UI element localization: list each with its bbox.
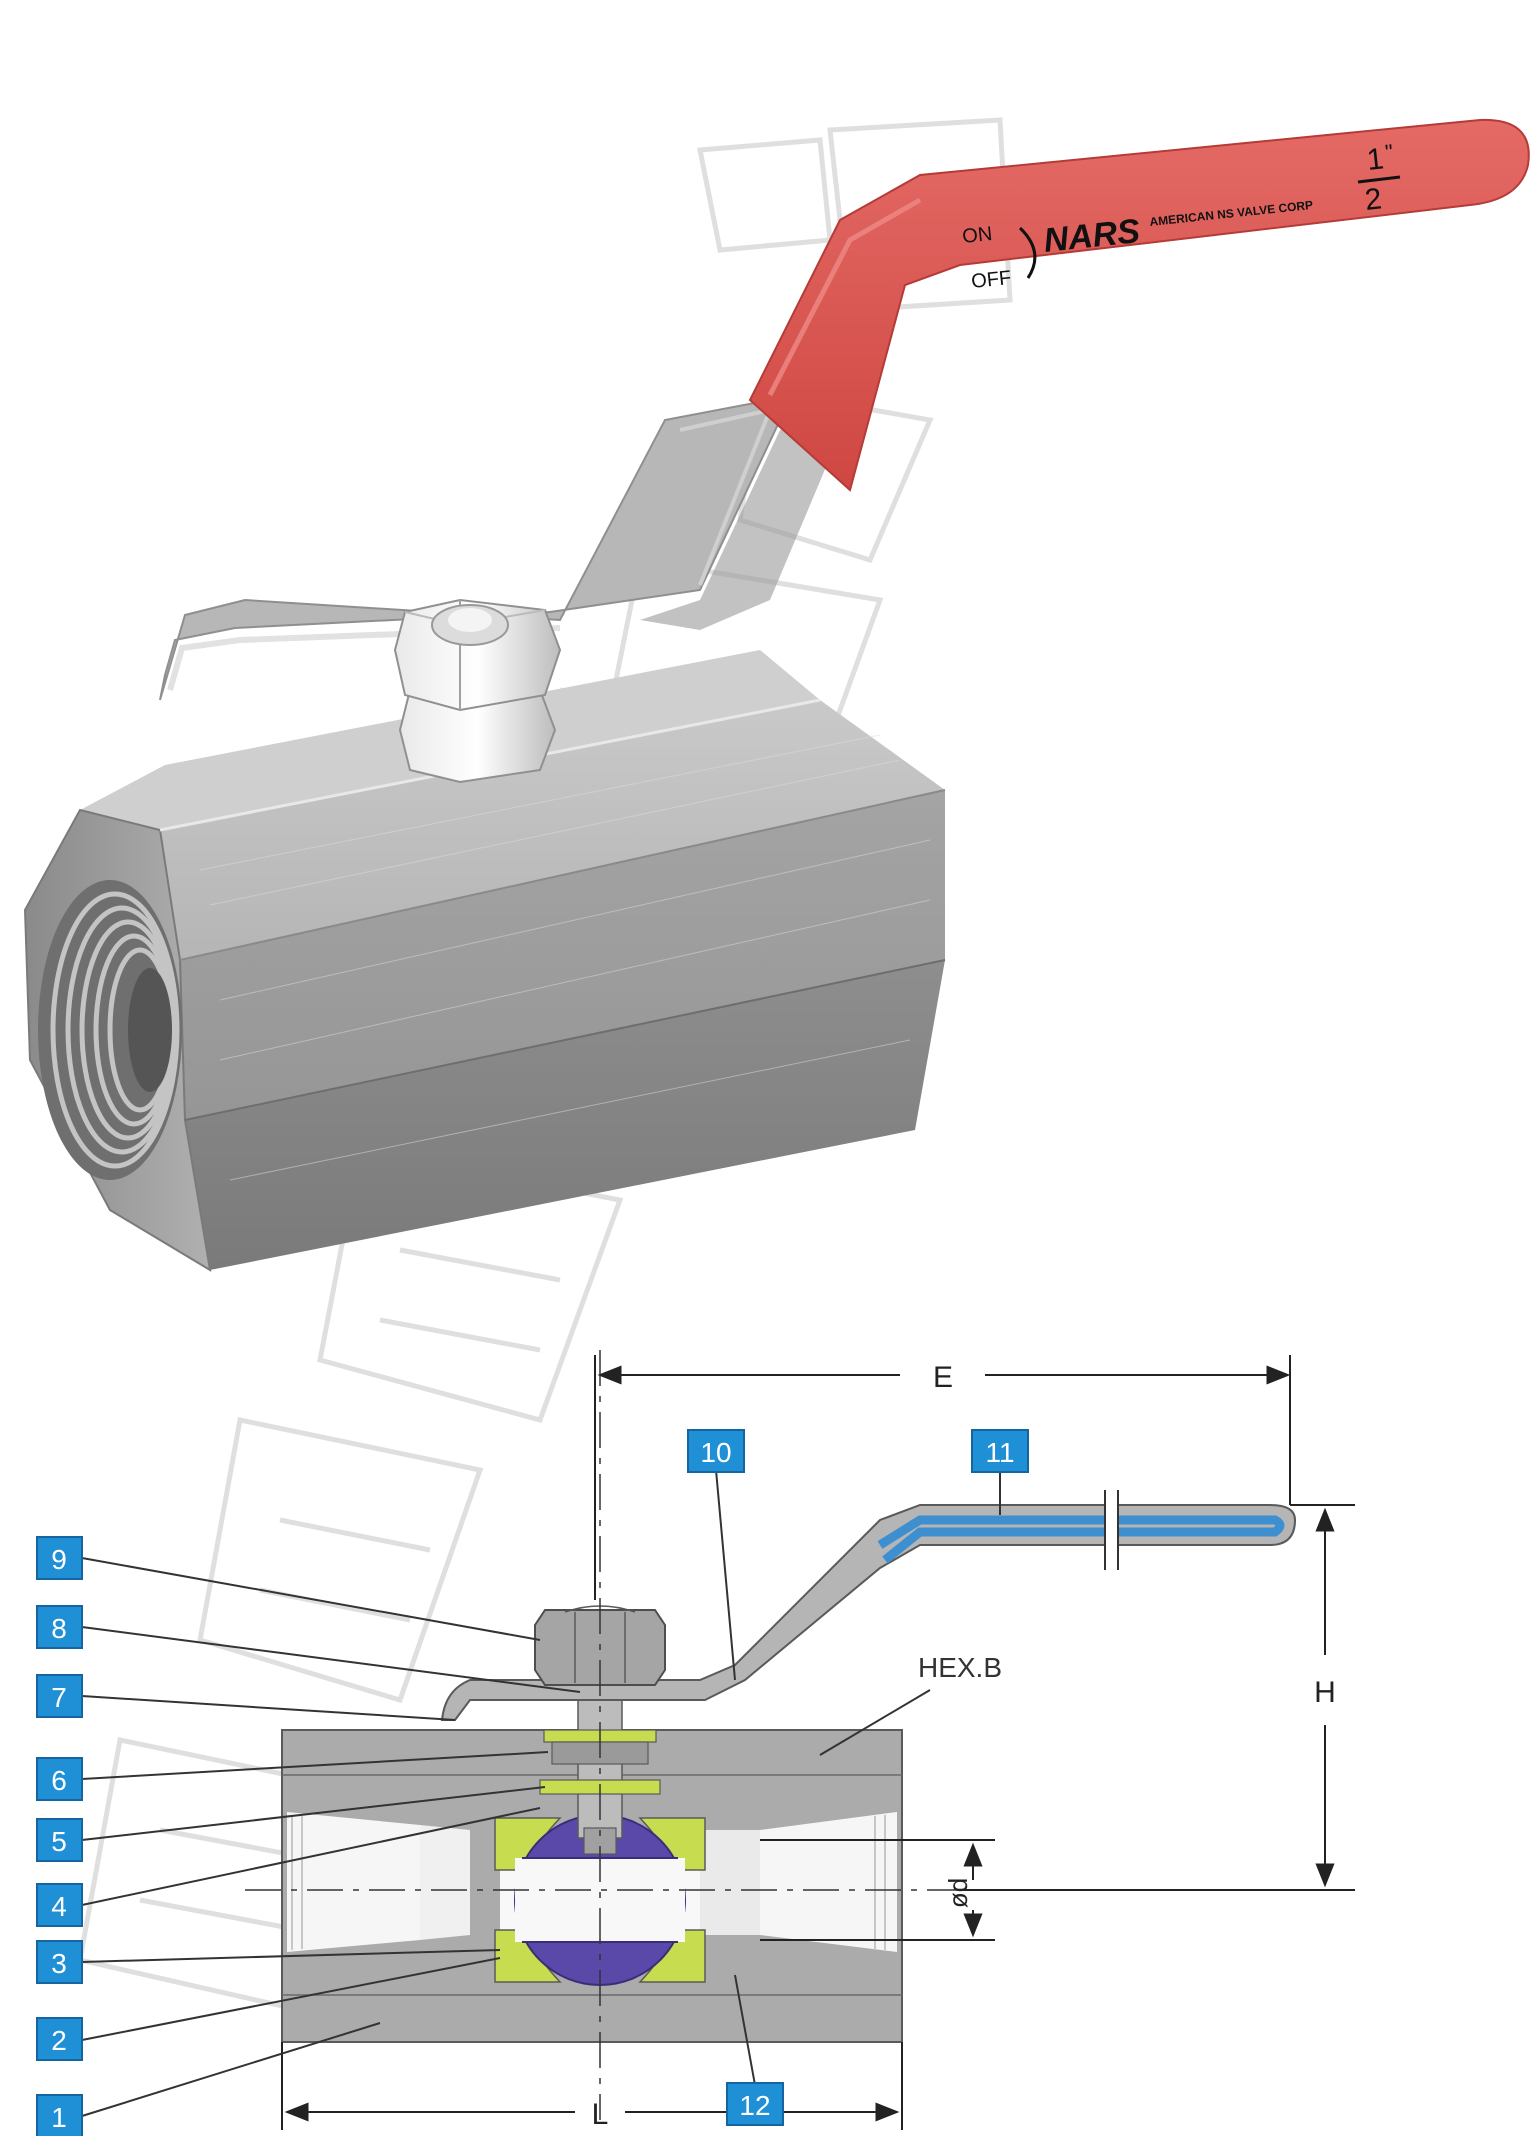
callout-11-label: 11 [985, 1437, 1014, 1468]
handle-size-denominator: 2 [1363, 182, 1383, 217]
callout-4-label: 4 [51, 1891, 67, 1922]
callout-9-label: 9 [51, 1544, 67, 1575]
handle-size-prime: " [1384, 139, 1394, 165]
callout-9: 9 [36, 1536, 83, 1580]
drawing-handle [440, 1490, 1297, 1721]
dimension-lines [281, 1355, 1355, 2130]
callout-6: 6 [36, 1757, 83, 1801]
handle-off-label: OFF [970, 267, 1012, 293]
on-off-arrow-icon [1018, 226, 1037, 279]
callout-5: 5 [36, 1818, 83, 1862]
callout-10: 10 [687, 1429, 745, 1473]
handle-size-numerator: 1 [1365, 142, 1385, 177]
handle-size-divider [1357, 175, 1401, 184]
callout-5-label: 5 [51, 1826, 67, 1857]
callout-8: 8 [36, 1605, 83, 1649]
centre-lines [245, 1350, 960, 2120]
dimension-e-label: E [933, 1361, 953, 1394]
callout-4: 4 [36, 1883, 83, 1927]
brushed-texture [199, 734, 931, 1181]
dimension-d-label: ød [943, 1878, 973, 1908]
callout-7: 7 [36, 1674, 83, 1718]
callout-leaders [81, 1469, 1001, 2117]
valve-photo: ON OFF NARS AMERICAN NS VALVE CORP 1 " 2 [23, 118, 1530, 1272]
callout-1: 1 [36, 2094, 83, 2138]
grip-sleeve [877, 1515, 1285, 1564]
callout-11: 11 [971, 1429, 1029, 1473]
dimension-l-label: L [592, 2098, 609, 2131]
stem-nut-assembly [393, 598, 562, 784]
callout-2: 2 [36, 2017, 83, 2061]
break-symbol [1104, 1490, 1119, 1570]
callout-8-label: 8 [51, 1613, 67, 1644]
callout-6-label: 6 [51, 1765, 67, 1796]
callout-12: 12 [726, 2082, 784, 2126]
callout-10-label: 10 [700, 1437, 731, 1468]
callout-12-label: 12 [739, 2090, 770, 2121]
dimension-hex-label: HEX.B [918, 1652, 1002, 1683]
valve-body-hex [23, 650, 946, 1272]
handle-on-label: ON [961, 223, 993, 248]
callout-7-label: 7 [51, 1682, 67, 1713]
callout-3: 3 [36, 1940, 83, 1984]
section-drawing: E H L ød HEX.B [81, 1350, 1355, 2131]
callout-1-label: 1 [51, 2102, 67, 2133]
callout-2-label: 2 [51, 2025, 67, 2056]
dimension-h-label: H [1314, 1676, 1336, 1709]
callout-3-label: 3 [51, 1948, 67, 1979]
handle-red-grip: ON OFF NARS AMERICAN NS VALVE CORP 1 " 2 [748, 118, 1530, 492]
